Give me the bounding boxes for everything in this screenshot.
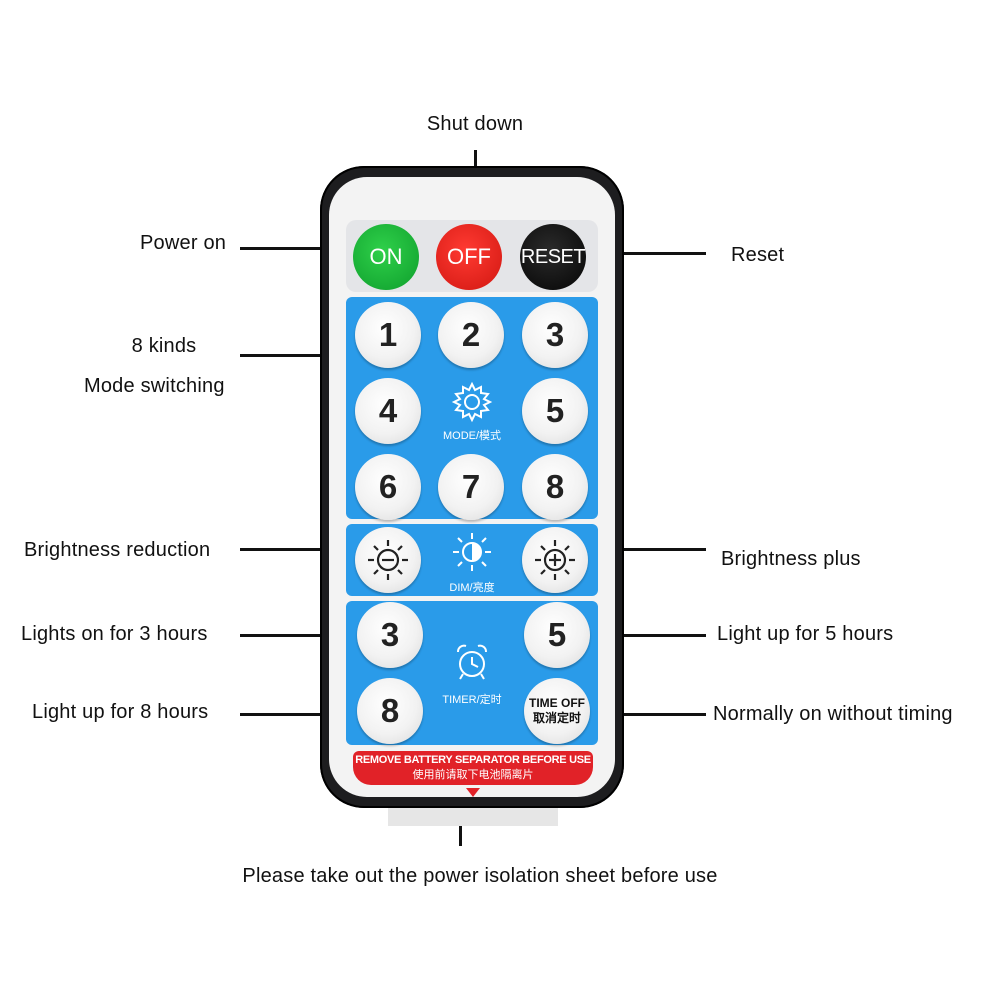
label-lights-on-3-hours: Lights on for 3 hours	[21, 623, 208, 645]
label-power-on: Power on	[140, 232, 227, 254]
label-normally-on: Normally on without timing	[713, 703, 953, 725]
down-arrow-icon	[466, 788, 480, 797]
reset-button[interactable]: RESET	[520, 224, 586, 290]
mode-button-1[interactable]: 1	[355, 302, 421, 368]
label-isolation-sheet: Please take out the power isolation shee…	[242, 865, 718, 887]
time-off-button[interactable]: TIME OFF 取消定时	[524, 678, 590, 744]
mode-button-8[interactable]: 8	[522, 454, 588, 520]
gear-icon	[451, 381, 493, 423]
mode-button-6[interactable]: 6	[355, 454, 421, 520]
alarm-clock-icon	[457, 644, 487, 680]
sun-plus-icon	[535, 540, 575, 580]
leader-shut-down	[474, 150, 477, 166]
mode-button-3[interactable]: 3	[522, 302, 588, 368]
label-8-kinds: 8 kinds	[131, 335, 197, 357]
sun-minus-icon	[368, 540, 408, 580]
mode-label: MODE/模式	[442, 430, 502, 442]
off-button[interactable]: OFF	[436, 224, 502, 290]
half-sun-icon	[453, 533, 491, 571]
battery-warning: REMOVE BATTERY SEPARATOR BEFORE USE 使用前请…	[353, 751, 593, 785]
brightness-plus-button[interactable]	[522, 527, 588, 593]
leader-brightness-plus	[624, 548, 706, 551]
timer-8-hours-button[interactable]: 8	[357, 678, 423, 744]
mode-button-2[interactable]: 2	[438, 302, 504, 368]
label-mode-switching: Mode switching	[84, 375, 225, 397]
label-light-up-5-hours: Light up for 5 hours	[717, 623, 894, 645]
mode-button-7[interactable]: 7	[438, 454, 504, 520]
timer-5-hours-button[interactable]: 5	[524, 602, 590, 668]
leader-isolation-sheet	[459, 822, 462, 846]
leader-light-up-5-hours	[624, 634, 706, 637]
leader-normally-on	[624, 713, 706, 716]
warning-text-en: REMOVE BATTERY SEPARATOR BEFORE USE	[355, 754, 591, 766]
timer-label: TIMER/定时	[442, 694, 502, 706]
leader-brightness-reduction	[240, 548, 322, 551]
on-button[interactable]: ON	[353, 224, 419, 290]
dim-label: DIM/亮度	[449, 582, 495, 594]
mode-button-4[interactable]: 4	[355, 378, 421, 444]
leader-light-up-8-hours	[240, 713, 322, 716]
timer-3-hours-button[interactable]: 3	[357, 602, 423, 668]
time-off-label-en: TIME OFF	[529, 696, 585, 710]
label-brightness-reduction: Brightness reduction	[24, 539, 211, 561]
leader-lights-on-3-hours	[240, 634, 322, 637]
label-light-up-8-hours: Light up for 8 hours	[32, 701, 209, 723]
time-off-label-zh: 取消定时	[532, 711, 581, 725]
label-brightness-plus: Brightness plus	[721, 548, 861, 570]
warning-text-zh: 使用前请取下电池隔离片	[412, 769, 534, 781]
brightness-minus-button[interactable]	[355, 527, 421, 593]
label-reset: Reset	[731, 244, 785, 266]
isolation-sheet[interactable]	[388, 808, 558, 826]
leader-reset	[624, 252, 706, 255]
leader-mode-switching	[240, 354, 322, 357]
mode-button-5[interactable]: 5	[522, 378, 588, 444]
label-shut-down: Shut down	[426, 113, 524, 135]
leader-power-on	[240, 247, 322, 250]
